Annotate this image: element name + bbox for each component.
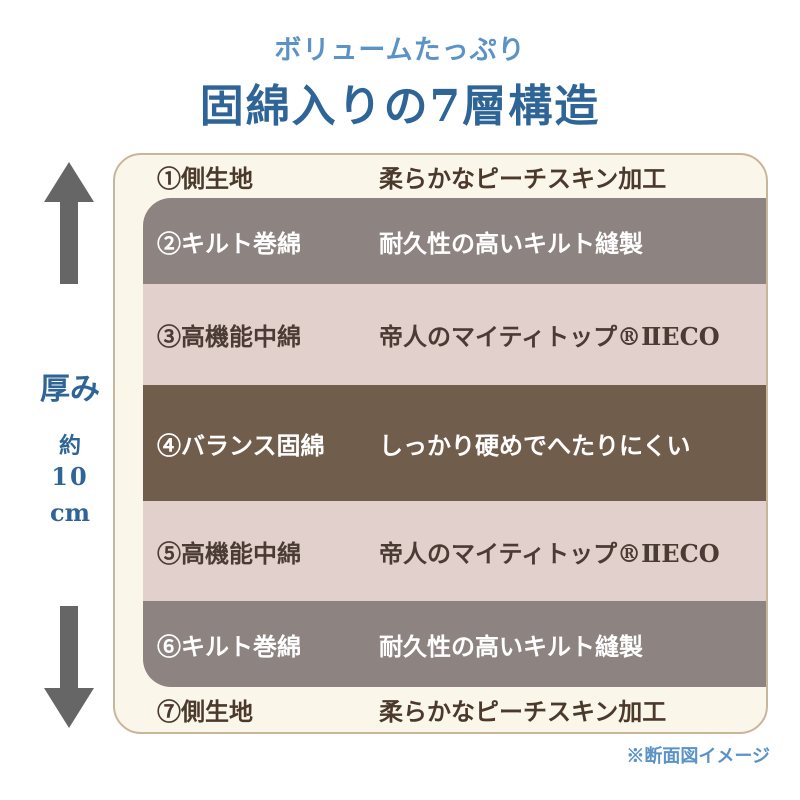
layer-desc: 耐久性の高いキルト縫製 [379,631,643,661]
layer-desc: 帝人のマイティトップ®ⅡECO [379,538,720,568]
layer-stack-diagram: ①側生地 柔らかなピーチスキン加工 ②キルト巻綿 耐久性の高いキルト縫製 ③高機… [113,153,768,734]
layer-4: ④バランス固綿 しっかり硬めでへたりにくい [143,385,766,501]
arrow-down-icon [44,606,94,728]
layer-desc: しっかり硬めでへたりにくい [379,430,691,460]
layer-3: ③高機能中綿 帝人のマイティトップ®ⅡECO [143,284,766,385]
layer-1: ①側生地 柔らかなピーチスキン加工 [115,155,766,197]
layer-7: ⑦側生地 柔らかなピーチスキン加工 [115,687,766,732]
layer-name: ⑥キルト巻綿 [157,631,301,661]
layer-desc: 柔らかなピーチスキン加工 [379,697,667,726]
layer-desc: 帝人のマイティトップ®ⅡECO [379,322,720,351]
arrow-up-icon [44,162,94,284]
thickness-approx: 約 [58,433,81,459]
layer-name: ④バランス固綿 [157,430,325,460]
layer-desc: 耐久性の高いキルト縫製 [379,228,643,258]
image-note: ※断面図イメージ [626,746,770,767]
layer-desc: 柔らかなピーチスキン加工 [379,163,667,193]
layer-name: ③高機能中綿 [157,322,301,351]
layer-2: ②キルト巻綿 耐久性の高いキルト縫製 [143,198,766,284]
thickness-unit: cm [49,498,90,527]
subtitle: ボリュームたっぷり [274,35,526,66]
layer-name: ①側生地 [157,163,253,193]
page-title: 固綿入りの7層構造 [199,81,601,132]
layer-name: ②キルト巻綿 [157,228,301,258]
thickness-label: 厚み [40,372,100,407]
thickness-value: 10 [51,462,89,491]
layer-name: ⑦側生地 [157,697,253,726]
layer-6: ⑥キルト巻綿 耐久性の高いキルト縫製 [143,601,766,687]
layer-name: ⑤高機能中綿 [157,538,301,568]
layer-5: ⑤高機能中綿 帝人のマイティトップ®ⅡECO [143,501,766,601]
